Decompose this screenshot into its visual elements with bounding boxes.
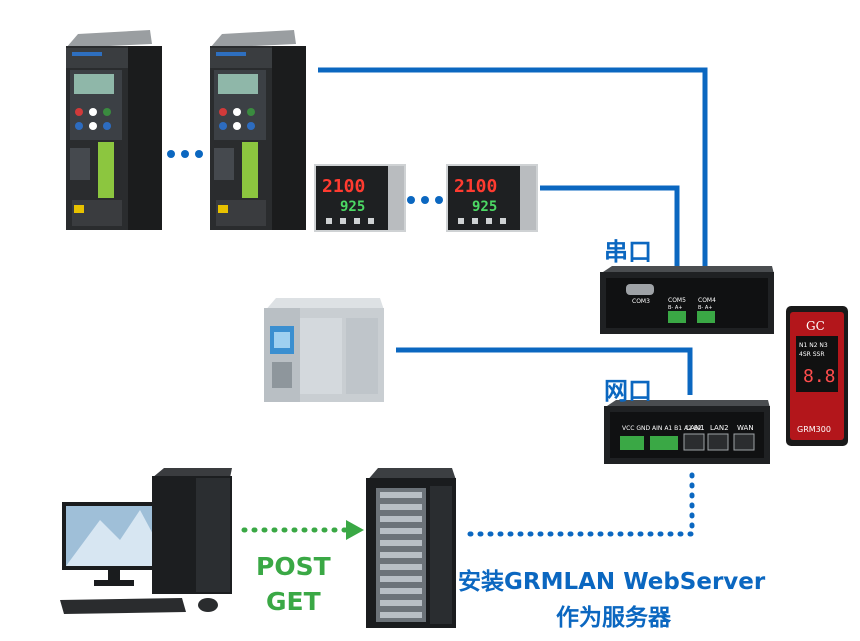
- com5-pins-label: B- A+: [668, 305, 682, 311]
- inverter-drive-1: [66, 30, 162, 230]
- grm300-module: GC N1 N2 N3 4SR SSR 8.8 GRM300: [786, 306, 848, 446]
- server-to-network-dotted-line: [459, 472, 695, 537]
- serial-port-label: 串口: [604, 238, 652, 266]
- module-led-labels: N1 N2 N3: [799, 342, 828, 349]
- module-status-labels: 4SR SSR: [799, 351, 825, 358]
- connection-lines: [318, 67, 708, 395]
- plc-controller: [264, 298, 384, 402]
- plc-to-network-line: [396, 347, 693, 395]
- inverter-drive-2: [210, 30, 306, 230]
- ellipsis-inverters: [167, 150, 203, 158]
- wan-label: WAN: [737, 424, 754, 432]
- meter-1-pv-value: 2100: [322, 176, 365, 197]
- meter-2-pv-value: 2100: [454, 176, 497, 197]
- network-gateway-device: VCC GND AIN A1 B1 A2 B2 LAN1 LAN2 WAN: [604, 400, 770, 464]
- inverter-to-serial-line: [318, 67, 708, 270]
- web-server-rack: [366, 468, 456, 628]
- ellipsis-meters: [407, 196, 443, 204]
- meter-to-serial-line: [540, 185, 680, 270]
- com5-label: COM5: [668, 297, 686, 304]
- server-caption-line2: 作为服务器: [556, 605, 671, 631]
- meter-1-sv-value: 925: [340, 199, 365, 215]
- module-logo: GC: [806, 319, 825, 333]
- temperature-controller-1: 2100 925: [314, 164, 406, 232]
- temperature-controller-2: 2100 925: [446, 164, 538, 232]
- module-display: 8.8: [803, 366, 836, 387]
- client-pc: [60, 468, 232, 614]
- com3-label: COM3: [632, 298, 650, 305]
- module-name: GRM300: [797, 425, 831, 434]
- network-port-label: 网口: [604, 377, 652, 405]
- meter-2-sv-value: 925: [472, 199, 497, 215]
- terminal-labels: VCC GND AIN A1 B1 A2 B2: [622, 425, 702, 432]
- lan1-label: LAN1: [686, 424, 705, 432]
- http-request-arrow: [241, 520, 364, 540]
- post-method-label: POST: [256, 552, 331, 581]
- com4-label: COM4: [698, 297, 716, 304]
- serial-gateway-device: COM3 COM5 COM4 B- A+ B- A+: [600, 266, 774, 334]
- get-method-label: GET: [266, 587, 321, 616]
- lan2-label: LAN2: [710, 424, 729, 432]
- com4-pins-label: B- A+: [698, 305, 712, 311]
- server-caption-line1: 安装GRMLAN WebServer: [458, 569, 766, 595]
